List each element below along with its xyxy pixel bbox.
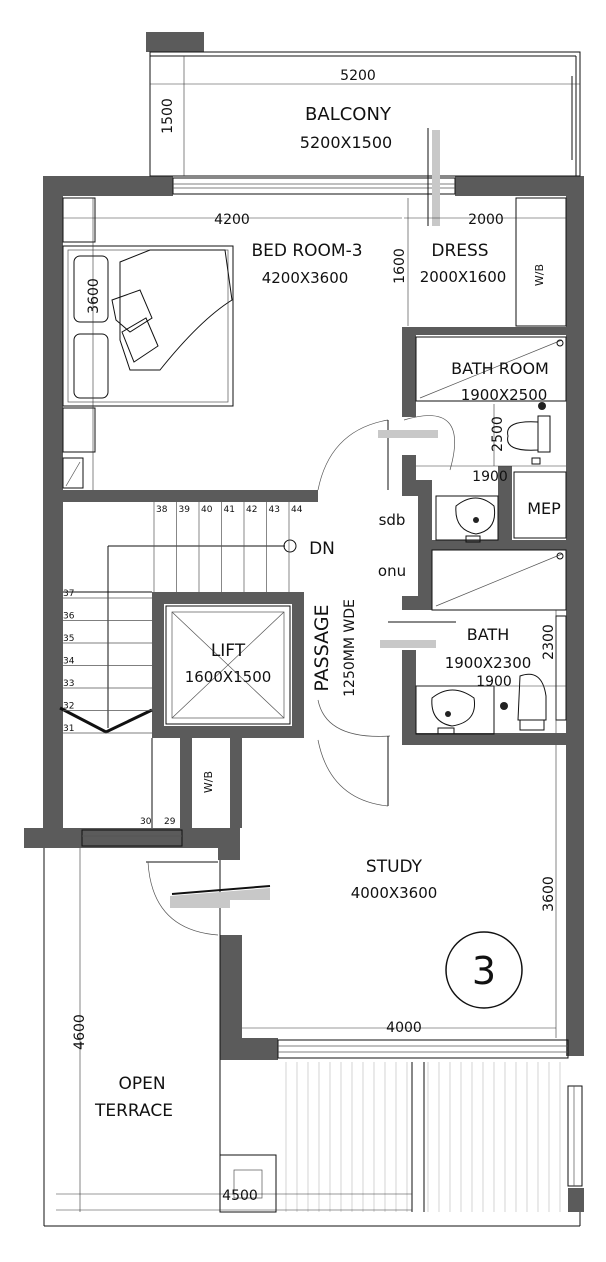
stair-number: 42 xyxy=(246,505,257,515)
windows xyxy=(81,177,583,1187)
bedroom-width-dim: 4200 xyxy=(214,212,250,228)
stair-number: 32 xyxy=(63,702,74,712)
stair-number: 34 xyxy=(63,657,75,667)
wc-1 xyxy=(507,402,551,465)
bath-name: BATH xyxy=(467,625,509,644)
study-size: 4000X3600 xyxy=(351,884,438,902)
room-labels: BALCONY 5200X1500 BED ROOM-3 4200X3600 D… xyxy=(94,104,561,1121)
lift-size: 1600X1500 xyxy=(185,668,272,686)
stair-number: 38 xyxy=(156,505,168,515)
side-tables xyxy=(62,197,96,489)
stair-number: 44 xyxy=(291,505,303,515)
lift-name: LIFT xyxy=(211,641,246,661)
bathroom-depth-dim: 2500 xyxy=(490,416,506,452)
balcony-name: BALCONY xyxy=(305,104,392,125)
dress-width-dim: 2000 xyxy=(468,212,504,228)
study-name: STUDY xyxy=(366,857,423,877)
mep-name: MEP xyxy=(527,499,561,518)
bed xyxy=(62,245,234,407)
dress-size: 2000X1600 xyxy=(420,268,507,286)
floor-number-marker: 3 xyxy=(445,931,523,1009)
balcony-railing xyxy=(149,51,581,177)
bath-width-dim: 1900 xyxy=(476,674,512,690)
wb-dress-label: W/B xyxy=(533,264,546,286)
stair-numbers: 38 39 40 41 42 43 44 37 36 35 34 33 32 31 30 29 xyxy=(63,505,303,827)
study-width-dim: 4000 xyxy=(386,1020,422,1036)
mep-shaft xyxy=(513,471,567,539)
dimension-lines xyxy=(56,56,580,1212)
passage-name: PASSAGE xyxy=(311,604,333,691)
balcony-depth-dim: 1500 xyxy=(160,98,176,134)
terrace-depth-dim: 4600 xyxy=(72,1014,88,1050)
stair-number: 36 xyxy=(63,612,75,622)
down-label: DN xyxy=(309,539,335,559)
staircase xyxy=(59,502,297,828)
bedroom-size: 4200X3600 xyxy=(262,269,349,287)
bath-size: 1900X2300 xyxy=(445,654,532,672)
onu-label: onu xyxy=(378,562,406,580)
walls xyxy=(24,32,584,1212)
balcony-size: 5200X1500 xyxy=(300,133,392,152)
passage-width: 1250MM WDE xyxy=(342,599,358,697)
stair-number: 29 xyxy=(164,817,176,827)
terrace-line-1: OPEN xyxy=(118,1074,165,1094)
shower-2 xyxy=(431,549,567,611)
stair-number: 43 xyxy=(269,505,280,515)
stair-number: 41 xyxy=(224,505,235,515)
stair-number: 30 xyxy=(140,817,152,827)
dimension-labels: 5200 1500 4200 3600 2000 1600 2500 1900 … xyxy=(72,68,557,1204)
bath-depth-dim: 2300 xyxy=(541,624,557,660)
balcony-width-dim: 5200 xyxy=(340,68,376,84)
stair-number: 37 xyxy=(63,589,74,599)
wb-lift-label: W/B xyxy=(202,771,215,793)
stair-number: 31 xyxy=(63,724,74,734)
terrace-width-dim: 4500 xyxy=(222,1188,258,1204)
floor-number: 3 xyxy=(472,949,496,993)
lift-car xyxy=(165,605,291,725)
bathroom-size: 1900X2500 xyxy=(461,386,548,404)
bedroom-name: BED ROOM-3 xyxy=(251,241,362,261)
dress-name: DRESS xyxy=(431,241,488,261)
doors xyxy=(146,128,456,936)
stair-number: 39 xyxy=(179,505,191,515)
basin-1 xyxy=(435,495,499,543)
stair-number: 35 xyxy=(63,634,74,644)
bedroom-depth-dim: 3600 xyxy=(86,278,102,314)
basin-2 xyxy=(415,685,495,735)
stair-number: 33 xyxy=(63,679,74,689)
sdb-label: sdb xyxy=(379,511,406,529)
shower-1 xyxy=(415,336,567,402)
bathroom-width-dim: 1900 xyxy=(472,469,508,485)
terrace-steps xyxy=(285,1062,561,1212)
study-depth-dim: 3600 xyxy=(541,876,557,912)
stair-number: 40 xyxy=(201,505,213,515)
dress-depth-dim: 1600 xyxy=(392,248,408,284)
wardrobe-dress xyxy=(515,197,567,327)
open-terrace xyxy=(43,848,581,1227)
bathroom-name: BATH ROOM xyxy=(451,359,549,378)
terrace-line-2: TERRACE xyxy=(94,1101,173,1121)
